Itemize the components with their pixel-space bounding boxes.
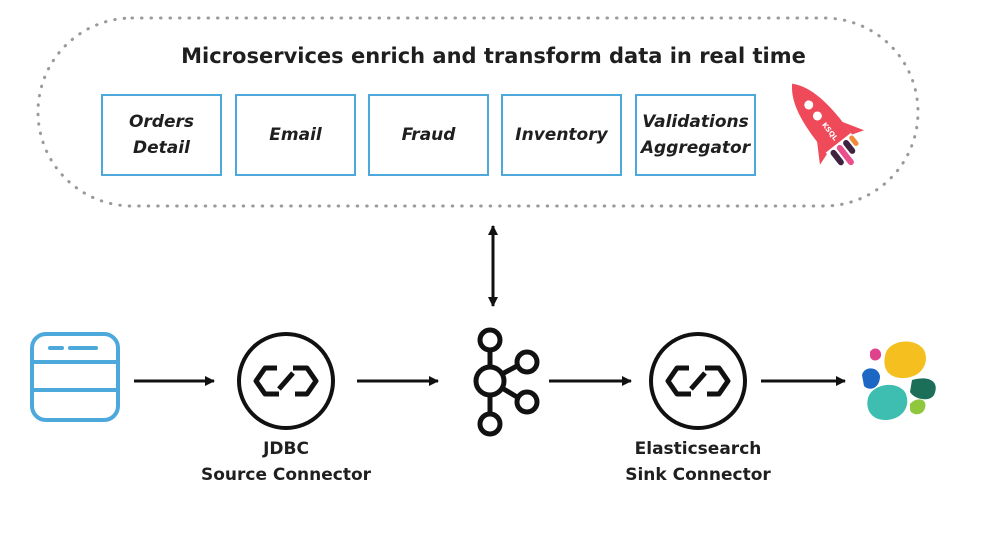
service-inventory: Inventory — [501, 94, 622, 176]
database-icon — [30, 332, 120, 422]
service-validations-aggregator: Validations Aggregator — [635, 94, 756, 176]
connector-icon — [649, 332, 747, 430]
sink-connector-caption: Elasticsearch Sink Connector — [578, 436, 818, 488]
rocket-icon: KSQL — [792, 83, 865, 166]
connector-icon — [237, 332, 335, 430]
sink-connector-subtitle: Sink Connector — [625, 465, 771, 485]
source-connector-subtitle: Source Connector — [200, 465, 372, 485]
elasticsearch-icon — [862, 341, 936, 420]
service-email: Email — [235, 94, 356, 176]
diagram-title: Microservices enrich and transform data … — [181, 44, 806, 68]
source-connector-title: JDBC — [263, 439, 309, 459]
source-connector-caption: JDBC Source Connector — [166, 436, 406, 488]
kafka-icon — [473, 327, 540, 437]
sink-connector-title: Elasticsearch — [634, 439, 762, 459]
service-fraud: Fraud — [368, 94, 489, 176]
service-orders-detail: Orders Detail — [101, 94, 222, 176]
